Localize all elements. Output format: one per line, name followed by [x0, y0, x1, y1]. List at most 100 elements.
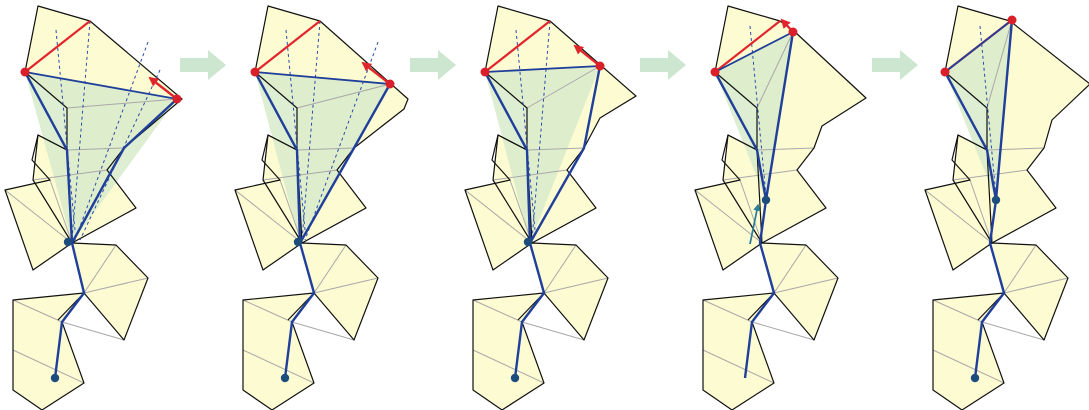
triangulation-edge	[543, 277, 609, 294]
triangulation-edge	[756, 147, 815, 151]
funnel-top-edge	[24, 71, 178, 100]
triangulation-edge	[756, 31, 794, 109]
red-vertex	[172, 94, 182, 104]
triangulation-edge	[4, 189, 73, 244]
blue-direction-arrow-icon	[749, 203, 761, 245]
right-step-arrow-icon	[640, 50, 686, 80]
triangulation-edge	[722, 169, 798, 181]
red-vertex	[788, 27, 798, 37]
bottom-region	[13, 293, 84, 410]
triangulation-edge	[242, 349, 315, 384]
triangulation-edge	[932, 299, 983, 323]
funnel-region	[945, 20, 1012, 200]
triangulation-edge	[521, 321, 585, 341]
triangulation-edge	[981, 321, 1045, 341]
dashed-diagonal	[749, 25, 767, 197]
triangulation-edge	[61, 321, 125, 341]
polygon-outline-lower	[924, 134, 1069, 410]
dashed-diagonal	[79, 69, 161, 241]
triangulation-edge	[296, 83, 391, 109]
blue-vertex	[991, 195, 1001, 205]
red-vertex	[20, 67, 30, 77]
middle-region	[695, 180, 762, 270]
panel-1	[4, 5, 183, 410]
right-lower-region	[532, 243, 608, 340]
funnel-top-edge	[944, 19, 1013, 73]
blue-vertex	[63, 237, 73, 247]
funnel-right-path	[994, 19, 1014, 201]
funnel-left-path	[23, 71, 86, 379]
panel-4	[694, 5, 867, 410]
red-portal-edge	[714, 20, 781, 73]
right-lower-region	[302, 243, 378, 340]
dashed-diagonal	[531, 20, 551, 241]
funnel-right-path	[70, 98, 178, 244]
triangulation-edge	[66, 147, 125, 151]
red-vertex	[940, 67, 950, 77]
triangulation-edge	[1003, 244, 1037, 294]
funnel-left-path	[943, 71, 1006, 379]
polygon-outline-lower	[694, 134, 839, 410]
blue-vertex	[761, 195, 771, 205]
triangulation-edge	[296, 147, 355, 151]
triangulation-edge	[694, 189, 763, 244]
blue-vertex	[293, 237, 303, 247]
middle-region	[925, 180, 992, 270]
dashed-diagonal	[979, 25, 997, 197]
triangulation-edge	[773, 277, 839, 294]
triangulation-edge	[924, 189, 993, 244]
triangulation-edge	[773, 244, 807, 294]
triangulation-edge	[986, 19, 1013, 109]
triangulation-edge	[49, 179, 73, 244]
dashed-diagonal	[304, 41, 379, 241]
polygon-outline-lower	[464, 134, 609, 410]
triangulation-edge	[242, 299, 293, 323]
bottom-region	[933, 293, 1004, 410]
triangulation-edge	[83, 277, 149, 294]
dashed-diagonal	[301, 20, 321, 241]
funnel-region	[255, 72, 390, 243]
bottom-region	[243, 293, 314, 410]
funnel-right-path	[528, 65, 602, 244]
right-step-arrow-icon	[872, 50, 918, 80]
triangulation-edge	[751, 321, 815, 341]
panel-2	[234, 5, 409, 410]
funnel-top-edge	[254, 71, 391, 85]
panel-5	[924, 5, 1089, 410]
blue-vertex	[280, 373, 290, 383]
triangulation-edge	[279, 179, 303, 244]
blue-vertex	[50, 373, 60, 383]
triangulation-edge	[313, 277, 379, 294]
right-step-arrow-icon	[410, 50, 456, 80]
triangulation-edge	[472, 299, 523, 323]
funnel-top-edge	[714, 31, 794, 73]
middle-region	[235, 180, 302, 270]
triangulation-edge	[543, 244, 577, 294]
triangulation-edge	[526, 65, 601, 109]
funnel-left-path	[483, 71, 546, 379]
red-vertex	[1007, 15, 1017, 25]
triangulation-edge	[969, 179, 993, 244]
red-vertex	[595, 61, 605, 71]
dashed-diagonal	[71, 20, 91, 241]
blue-vertex	[510, 373, 520, 383]
triangulation-edge	[932, 349, 1005, 384]
red-direction-arrow-icon	[361, 61, 391, 85]
red-direction-arrow-icon	[148, 76, 178, 100]
triangulation-edge	[702, 349, 775, 384]
right-lower-region	[72, 243, 148, 340]
right-lower-region	[992, 243, 1068, 340]
right-lower-region	[762, 243, 838, 340]
funnel-top-edge	[484, 65, 601, 73]
funnel-left-path	[713, 71, 776, 379]
red-portal-edge	[484, 20, 551, 73]
bottom-region	[473, 293, 544, 410]
funnel-right-path	[764, 31, 795, 201]
red-vertex	[480, 67, 490, 77]
triangulation-edge	[739, 179, 763, 244]
triangulation-edge	[12, 299, 63, 323]
triangulation-edge	[986, 147, 1045, 151]
blue-vertex	[523, 237, 533, 247]
